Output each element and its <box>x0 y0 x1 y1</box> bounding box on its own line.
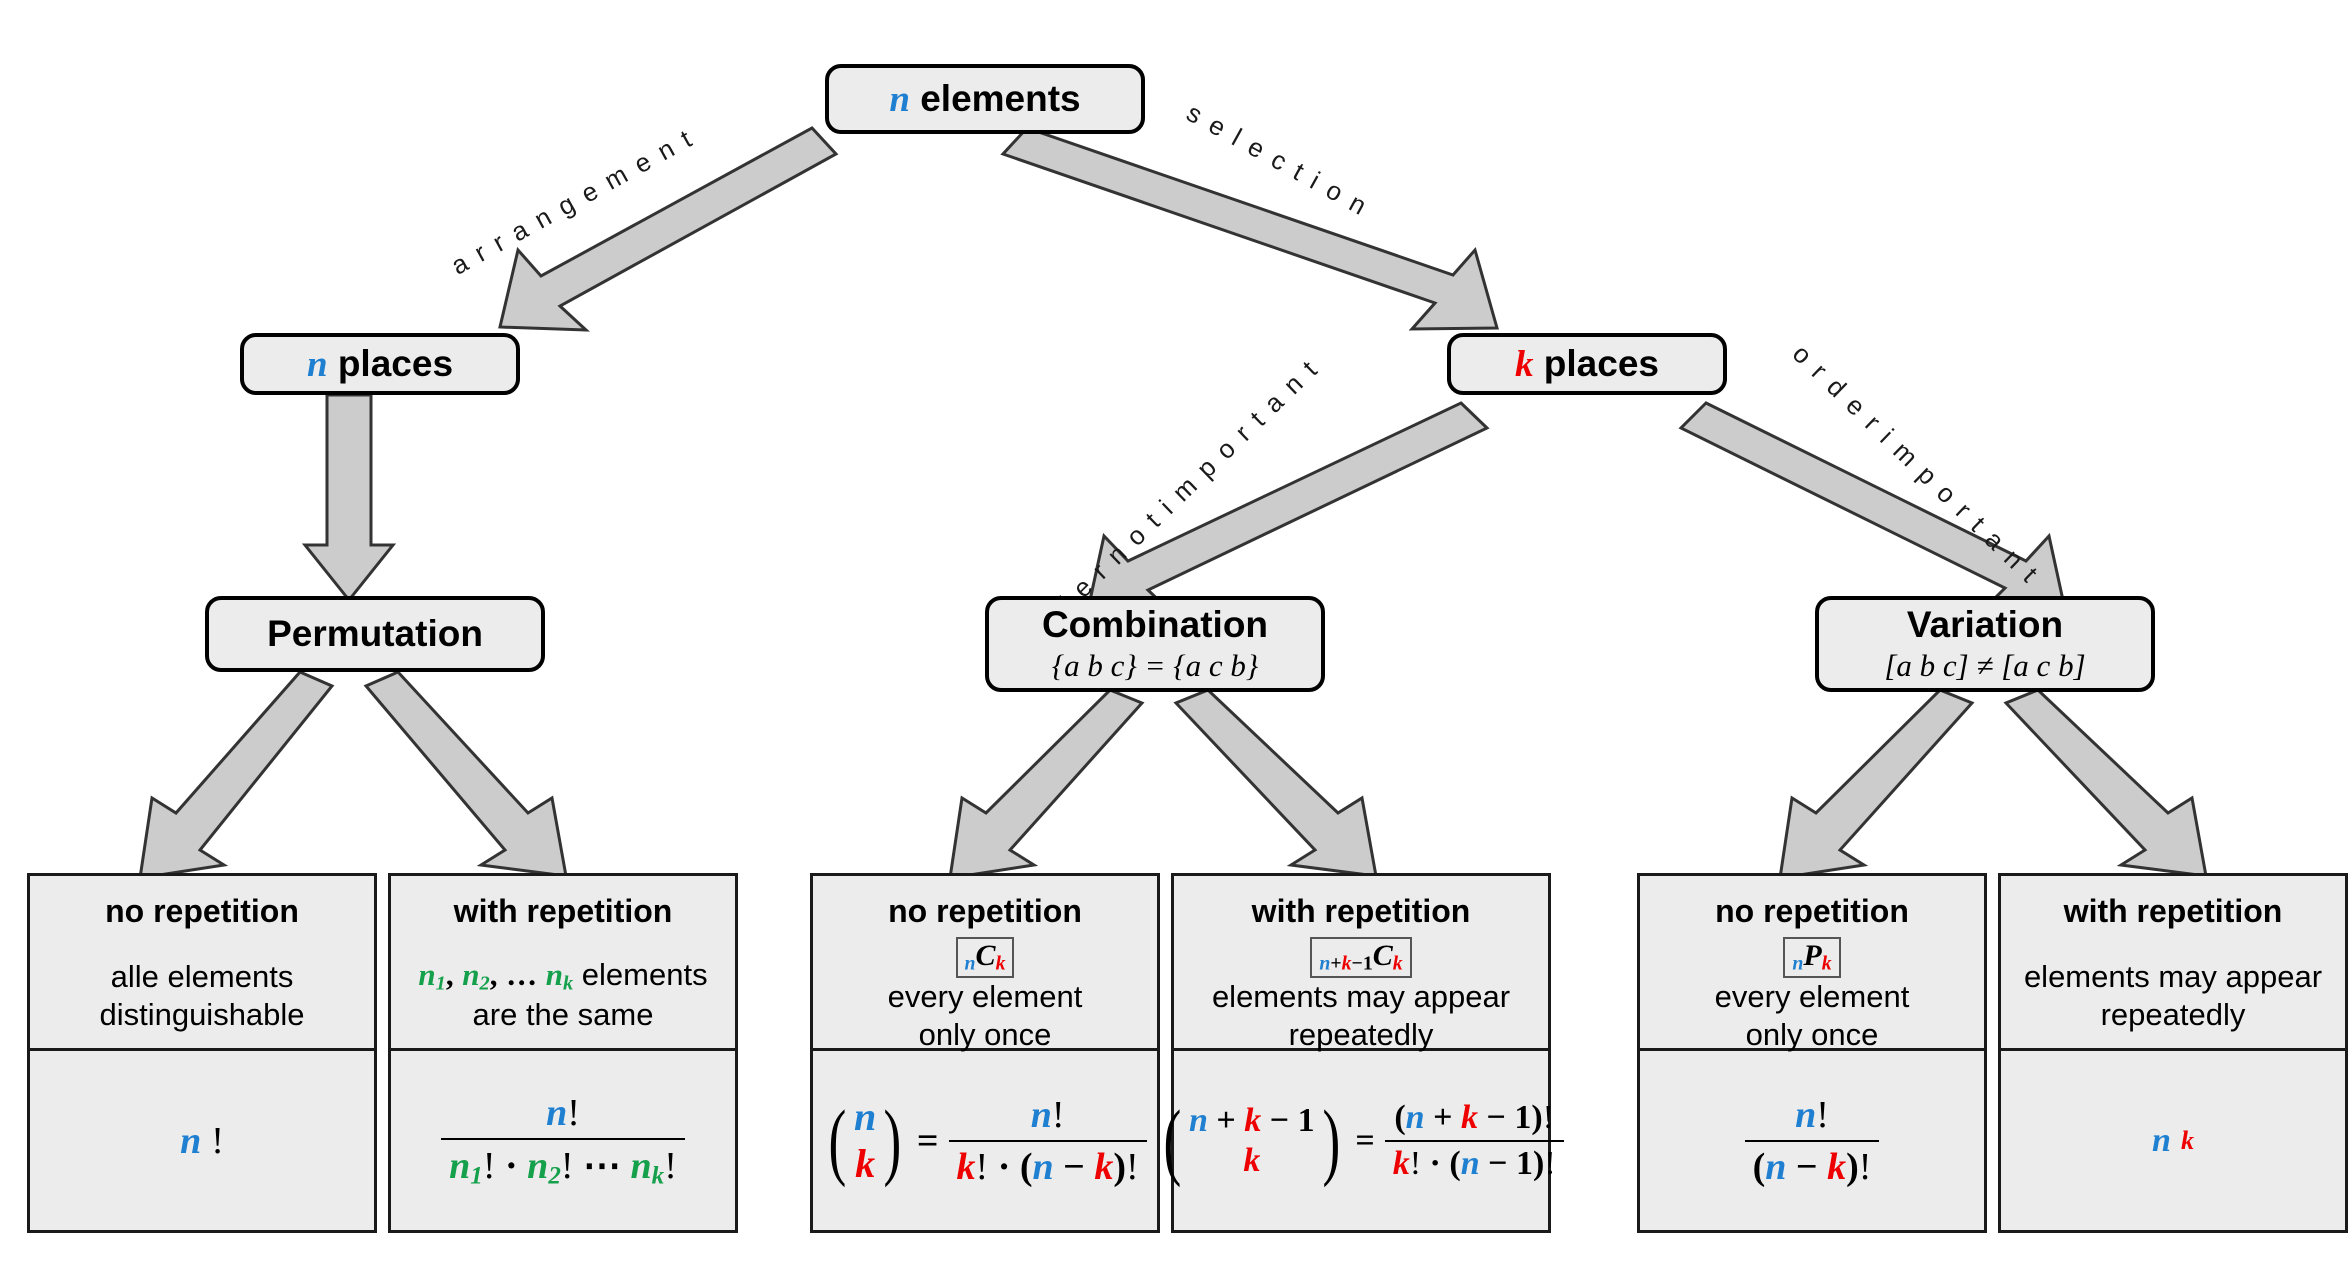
leaf-upper: with repetition elements may appear repe… <box>2001 876 2345 1051</box>
arrow-variation-to-no-repetition <box>1778 688 1975 880</box>
node-permutation-label: Permutation <box>267 613 483 655</box>
node-n-elements[interactable]: n elements <box>825 64 1145 134</box>
k-places-text: places <box>1543 342 1659 384</box>
desc-line-2: distinguishable <box>99 997 305 1033</box>
n-places-text: places <box>337 342 454 384</box>
leaf-formula-cell: n! <box>30 1051 374 1230</box>
leaf-description: elements may appear repeatedly <box>2018 958 2328 1034</box>
leaf-upper: with repetition n1, n2, … nk elements ar… <box>391 876 735 1051</box>
edge-label-arrangement: a r r a n g e m e n t <box>445 122 699 281</box>
desc-line-2: only once <box>918 1016 1052 1052</box>
leaf-formula-cell: n! (n − k)! <box>1640 1051 1984 1230</box>
formula-multiset-permutation: n! n1! · n2! ⋯ nk! <box>441 1091 685 1191</box>
desc-line-2: are the same <box>472 997 654 1033</box>
desc-line-2: repeatedly <box>2100 997 2246 1033</box>
leaf-upper: with repetition n+k−1Ck elements may app… <box>1174 876 1548 1054</box>
formula-n-over-n-minus-k: n! (n − k)! <box>1744 1093 1880 1189</box>
node-variation[interactable]: Variation [a b c] ≠ [a c b] <box>1815 596 2155 692</box>
leaf-variation-with-repetition[interactable]: with repetition elements may appear repe… <box>1998 873 2348 1233</box>
arrow-n-places-to-permutation <box>301 393 397 603</box>
node-combination[interactable]: Combination {a b c} = {a c b} <box>985 596 1325 692</box>
leaf-permutation-with-repetition[interactable]: with repetition n1, n2, … nk elements ar… <box>388 873 738 1233</box>
notation-nPk: nPk <box>1783 937 1841 979</box>
formula-n-factorial: n! <box>180 1119 224 1162</box>
arrow-permutation-to-with-repetition <box>363 670 568 878</box>
arrow-combination-to-no-repetition <box>948 688 1145 880</box>
node-k-places-label: k places <box>1515 343 1659 385</box>
root-label-text: elements <box>920 77 1081 119</box>
formula-binomial-n-plus-k-minus-1: ( n + k − 1 k ) = (n + k − 1)! k! · ( <box>1158 1097 1564 1183</box>
arrow-variation-to-with-repetition <box>2003 688 2208 878</box>
leaf-upper: no repetition nPk every element only onc… <box>1640 876 1984 1054</box>
node-variation-sub: [a b c] ≠ [a c b] <box>1884 647 2086 683</box>
symbol-k: k <box>1515 343 1534 385</box>
leaf-description: every element only once <box>882 978 1089 1054</box>
leaf-description: n1, n2, … nk elements are the same <box>412 956 713 1034</box>
formula-binomial-nk: ( n k ) = n! k! · (n − k)! <box>823 1093 1147 1189</box>
node-n-places[interactable]: n places <box>240 333 520 395</box>
leaf-heading: no repetition <box>105 893 299 929</box>
desc-line-2: repeatedly <box>1288 1016 1434 1052</box>
node-permutation[interactable]: Permutation <box>205 596 545 672</box>
symbol-n: n <box>306 343 328 385</box>
edge-label-selection: s e l e c t i o n <box>1181 97 1374 222</box>
leaf-heading: with repetition <box>1251 893 1471 929</box>
leaf-description: every element only once <box>1709 978 1916 1054</box>
leaf-formula-cell: ( n + k − 1 k ) = (n + k − 1)! k! · ( <box>1164 1051 1564 1230</box>
desc-line-1: every element <box>1714 979 1910 1015</box>
edge-label-order-important: o r d e r i m p o r t a n t <box>1786 338 2046 590</box>
leaf-upper: no repetition nCk every element only onc… <box>813 876 1157 1054</box>
desc-line-1: elements may appear <box>1211 979 1511 1015</box>
desc-line-2: only once <box>1745 1016 1879 1052</box>
node-n-places-label: n places <box>307 343 453 385</box>
desc-line-1: elements may appear <box>2023 959 2323 995</box>
leaf-upper: no repetition alle elements distinguisha… <box>30 876 374 1051</box>
leaf-formula-cell: ( n k ) = n! k! · (n − k)! <box>813 1051 1157 1230</box>
leaf-heading: with repetition <box>453 893 673 929</box>
leaf-heading: with repetition <box>2063 893 2283 929</box>
leaf-heading: no repetition <box>1715 893 1909 929</box>
leaf-variation-no-repetition[interactable]: no repetition nPk every element only onc… <box>1637 873 1987 1233</box>
notation-n-plus-k-minus-1-C-k: n+k−1Ck <box>1310 937 1412 979</box>
leaf-description: elements may appear repeatedly <box>1206 978 1516 1054</box>
node-variation-label: Variation <box>1906 604 2064 646</box>
desc-line-1: alle elements <box>110 959 294 995</box>
notation-nCk: nCk <box>955 937 1015 979</box>
desc-line-1: n1, n2, … nk elements <box>418 956 708 995</box>
leaf-formula-cell: n! n1! · n2! ⋯ nk! <box>391 1051 735 1230</box>
arrow-combination-to-with-repetition <box>1173 688 1378 878</box>
node-n-elements-label: n elements <box>889 78 1080 120</box>
desc-line-1: every element <box>887 979 1083 1015</box>
node-combination-label: Combination <box>1041 604 1269 646</box>
node-k-places[interactable]: k places <box>1447 333 1727 395</box>
leaf-description: alle elements distinguishable <box>93 958 310 1034</box>
leaf-combination-no-repetition[interactable]: no repetition nCk every element only onc… <box>810 873 1160 1233</box>
leaf-heading: no repetition <box>888 893 1082 929</box>
arrow-permutation-to-no-repetition <box>138 670 335 880</box>
node-combination-sub: {a b c} = {a c b} <box>1051 647 1259 683</box>
leaf-combination-with-repetition[interactable]: with repetition n+k−1Ck elements may app… <box>1164 873 1564 1233</box>
leaf-permutation-no-repetition[interactable]: no repetition alle elements distinguisha… <box>27 873 377 1233</box>
symbol-n: n <box>889 78 910 120</box>
